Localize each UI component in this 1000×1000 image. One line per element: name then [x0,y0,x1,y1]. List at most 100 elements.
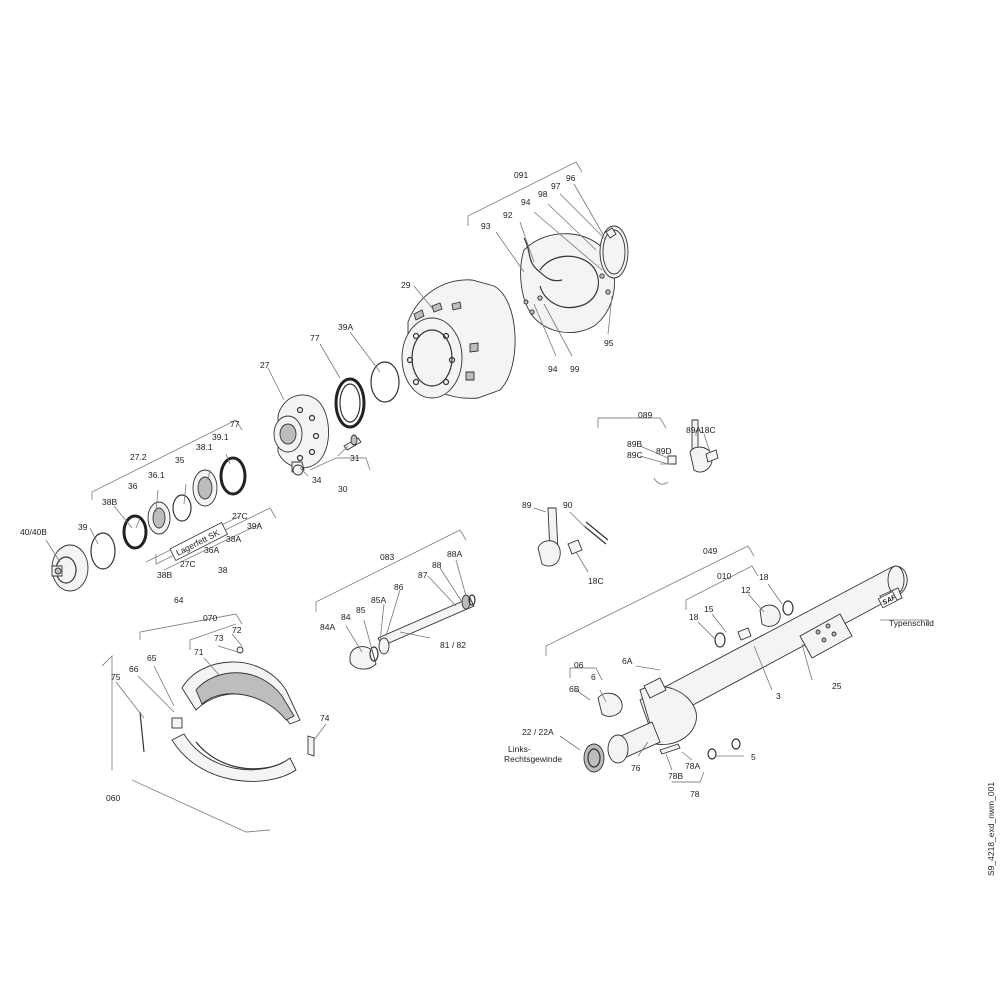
label-39A-right: 39A [247,521,262,531]
label-18C-top: 18C [700,425,716,435]
label-97: 97 [551,181,561,191]
typenschild-label: Typenschild [889,618,934,628]
label-089: 089 [638,410,652,420]
label-89: 89 [522,500,532,510]
label-40-40B: 40/40B [20,527,47,537]
label-3: 3 [776,691,781,701]
label-6: 6 [591,672,596,682]
label-66: 66 [129,664,139,674]
label-34: 34 [312,475,322,485]
label-93: 93 [481,221,491,231]
label-81-82: 81 / 82 [440,640,466,650]
label-38B-bottom: 38B [157,570,172,580]
label-86: 86 [394,582,404,592]
label-98: 98 [538,189,548,199]
label-99: 99 [570,364,580,374]
label-39: 39 [78,522,88,532]
label-22-22A: 22 / 22A [522,727,554,737]
label-87: 87 [418,570,428,580]
label-30: 30 [338,484,348,494]
label-5: 5 [751,752,756,762]
label-18-left: 18 [689,612,699,622]
label-76: 76 [631,763,641,773]
label-38-1: 38.1 [196,442,213,452]
thread-callout-line1: Links- [508,744,531,754]
leader-lines [45,183,929,771]
label-18C-bottom: 18C [588,576,604,586]
label-049: 049 [703,546,717,556]
label-88A: 88A [447,549,462,559]
label-94-bottom: 94 [548,364,558,374]
cam-adjuster [537,507,609,567]
label-72: 72 [232,625,242,635]
brake-drum [401,279,516,399]
label-27-2: 27.2 [130,452,147,462]
label-091: 091 [514,170,528,180]
label-75: 75 [111,672,121,682]
label-06: 06 [574,660,584,670]
label-15: 15 [704,604,714,614]
label-38A: 38A [226,534,241,544]
label-64: 64 [174,595,184,605]
label-36-1: 36.1 [148,470,165,480]
brake-shoes [139,646,315,782]
label-31: 31 [350,453,360,463]
label-78: 78 [690,789,700,799]
thread-callout-line2: Rechtsgewinde [504,754,562,764]
hub-seal-rings [334,361,400,429]
label-77-top: 77 [310,333,320,343]
label-73: 73 [214,633,224,643]
label-27: 27 [260,360,270,370]
label-18-right: 18 [759,572,769,582]
label-71: 71 [194,647,204,657]
label-35: 35 [175,455,185,465]
part-labels: 091 96 97 98 94 92 93 29 94 99 95 77 39A… [20,170,842,803]
label-39A-top: 39A [338,322,353,332]
label-94-top: 94 [521,197,531,207]
group-brackets [91,161,759,833]
label-77-left: 77 [230,419,240,429]
hub-cap [51,544,89,592]
label-89C: 89C [627,450,643,460]
label-38: 38 [218,565,228,575]
label-89D: 89D [656,446,672,456]
label-27C-bottom: 27C [180,559,196,569]
label-12: 12 [741,585,751,595]
label-95: 95 [604,338,614,348]
label-39-1: 39.1 [212,432,229,442]
label-070: 070 [203,613,217,623]
drawing-id: S9_4218_exd_nwm_001 [986,782,996,876]
label-78A: 78A [685,761,700,771]
slack-adjuster [653,419,719,485]
label-060: 060 [106,793,120,803]
axle-spindle [583,600,794,773]
dust-shield-plate [520,225,629,334]
label-6A: 6A [622,656,633,666]
label-74: 74 [320,713,330,723]
camshaft [349,594,476,670]
label-92: 92 [503,210,513,220]
label-38B-top: 38B [102,497,117,507]
label-90: 90 [563,500,573,510]
wheel-hub [273,394,362,476]
label-84: 84 [341,612,351,622]
label-84A: 84A [320,622,335,632]
label-25: 25 [832,681,842,691]
label-010: 010 [717,571,731,581]
bearing-set [90,456,247,570]
label-083: 083 [380,552,394,562]
label-78B: 78B [668,771,683,781]
label-85A: 85A [371,595,386,605]
label-96: 96 [566,173,576,183]
label-85: 85 [356,605,366,615]
label-89A: 89A [686,425,701,435]
label-88: 88 [432,560,442,570]
label-29: 29 [401,280,411,290]
label-65: 65 [147,653,157,663]
label-27C-right: 27C [232,511,248,521]
label-89B: 89B [627,439,642,449]
label-36: 36 [128,481,138,491]
label-36A: 36A [204,545,219,555]
label-6B: 6B [569,684,580,694]
